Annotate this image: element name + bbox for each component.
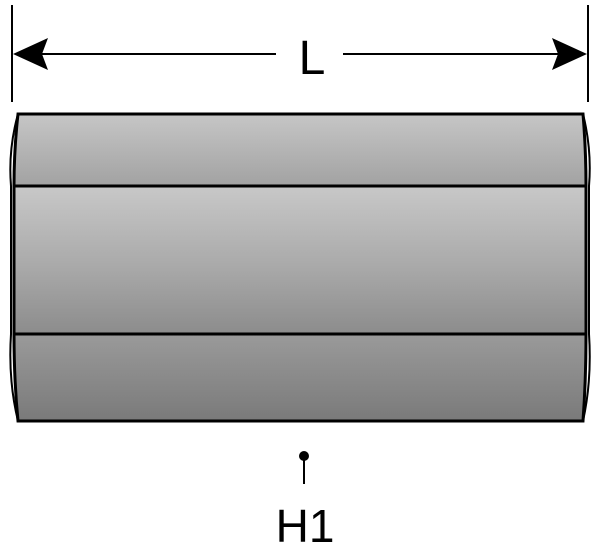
left-arrowhead-icon (13, 38, 48, 70)
hex-leader-dot-icon (299, 451, 309, 461)
hex-body-outline (12, 112, 588, 423)
left-chamfer (9, 113, 19, 422)
hex-size-label: H1 (276, 500, 335, 552)
right-chamfer (582, 113, 591, 422)
right-arrowhead-icon (552, 38, 587, 70)
hex-face-top (14, 114, 586, 186)
hex-face-middle (14, 186, 586, 334)
length-label: L (299, 32, 326, 85)
hex-face-bottom (14, 334, 586, 421)
